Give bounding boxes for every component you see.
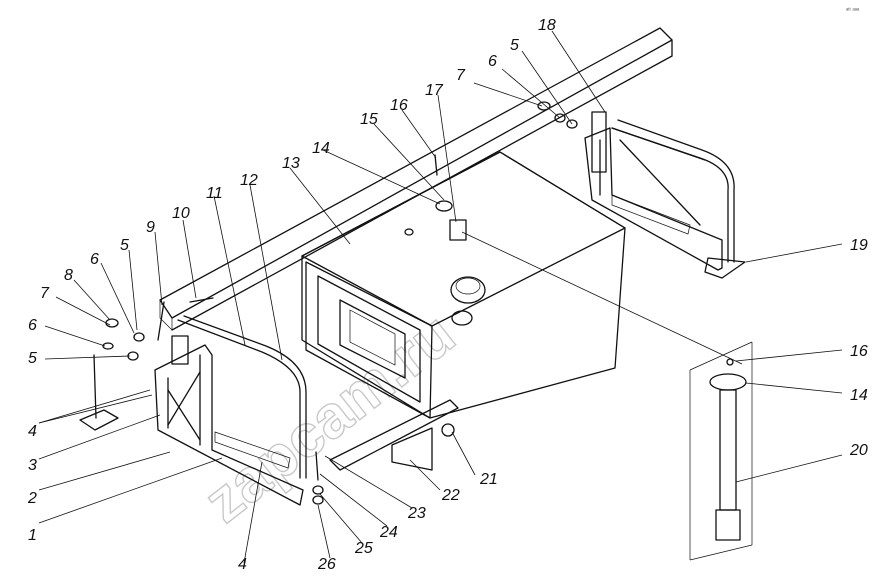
label-7: 7: [40, 285, 50, 302]
label-9: 9: [146, 219, 155, 236]
label-5: 5: [28, 350, 37, 367]
left-bracket: [79, 315, 307, 506]
label-6: 6: [488, 53, 497, 70]
watermark-text: zapcam.ru: [192, 300, 467, 536]
callout-labels: 1 2 3 4 4 5 5 5 6 6 6 7 7 8 9 10 11 12 1…: [27, 17, 868, 573]
label-11: 11: [206, 185, 223, 202]
label-6: 6: [28, 317, 37, 334]
label-4: 4: [28, 423, 37, 440]
label-8: 8: [64, 267, 73, 284]
label-13: 13: [282, 155, 300, 172]
label-6: 6: [90, 251, 99, 268]
label-22: 22: [441, 487, 460, 504]
fuel-level-sensor: [689, 341, 753, 561]
label-21: 21: [479, 471, 498, 488]
label-5: 5: [120, 237, 129, 254]
label-14: 14: [850, 387, 868, 404]
label-1: 1: [28, 527, 37, 544]
label-5: 5: [510, 37, 519, 54]
label-23: 23: [407, 505, 426, 522]
label-16: 16: [850, 343, 868, 360]
label-19: 19: [850, 237, 868, 254]
label-10: 10: [172, 205, 190, 222]
label-25: 25: [354, 540, 373, 557]
label-2: 2: [27, 490, 37, 507]
label-18: 18: [538, 17, 556, 34]
label-3: 3: [28, 457, 37, 474]
label-17: 17: [425, 82, 444, 99]
label-4: 4: [238, 556, 247, 573]
label-15: 15: [360, 111, 378, 128]
label-7: 7: [456, 67, 466, 84]
step-bracket: [329, 399, 459, 471]
label-16: 16: [390, 97, 408, 114]
fasteners: [102, 101, 578, 505]
leader-lines: [38, 30, 843, 564]
label-14: 14: [312, 140, 330, 157]
frame-rail: [159, 27, 673, 331]
label-20: 20: [849, 442, 868, 459]
corner-mark: ᵃᵗᵗ ᵃᵃᵃ: [846, 7, 860, 14]
label-12: 12: [240, 172, 258, 189]
label-24: 24: [379, 524, 398, 541]
right-bracket: [584, 111, 746, 279]
label-26: 26: [317, 556, 336, 573]
fuel-tank: [301, 151, 626, 419]
